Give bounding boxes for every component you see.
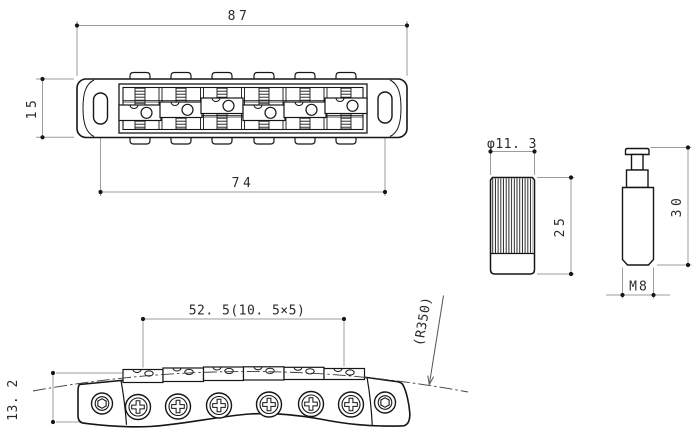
stud-view: 30 M8 bbox=[606, 145, 692, 299]
dim-label-stud-length: 30 bbox=[670, 195, 685, 218]
dim-depth: 15 bbox=[25, 76, 74, 140]
saddle-block bbox=[283, 101, 327, 119]
stud-body bbox=[621, 186, 655, 266]
stud-shoulder bbox=[625, 169, 649, 189]
dim-label-stud-thread: M8 bbox=[629, 280, 649, 295]
saddle-blocks bbox=[118, 97, 368, 122]
stud-cap bbox=[624, 147, 650, 156]
top-view-tabs bbox=[129, 71, 357, 145]
bushing-outline bbox=[489, 176, 536, 275]
dim-overall-width: 87 bbox=[74, 9, 410, 76]
saddle-block bbox=[118, 104, 162, 122]
dim-label-top-radius: (R350) bbox=[412, 295, 435, 347]
dim-bushing-diameter: φ11. 3 bbox=[487, 137, 537, 175]
dim-label-post-spacing: 74 bbox=[232, 176, 255, 191]
dim-label-saddle-span: 52. 5(10. 5×5) bbox=[189, 304, 306, 319]
dim-stud-thread: M8 bbox=[606, 267, 670, 299]
saddle-block bbox=[324, 97, 368, 115]
post-slot-right bbox=[377, 91, 393, 124]
hex-post-right bbox=[373, 391, 397, 414]
dim-label-side-height: 13. 2 bbox=[6, 379, 21, 421]
side-view-end-dividers bbox=[120, 377, 373, 426]
dim-saddle-span: 52. 5(10. 5×5) bbox=[140, 304, 347, 368]
bushing-view: φ11. 3 25 bbox=[487, 137, 575, 277]
stud-neck bbox=[630, 153, 644, 171]
hex-post-left bbox=[90, 392, 114, 415]
saddle-block bbox=[242, 104, 286, 122]
dim-bushing-length: 25 bbox=[537, 175, 575, 277]
saddle-block bbox=[200, 97, 244, 115]
top-view: 87 15 74 bbox=[25, 9, 410, 196]
bushing-knurling bbox=[491, 178, 533, 253]
saddle-block bbox=[159, 101, 203, 119]
dim-label-overall-width: 87 bbox=[228, 9, 251, 24]
top-view-end-contours bbox=[82, 79, 402, 137]
dim-label-depth: 15 bbox=[25, 97, 40, 120]
leader-arrow bbox=[427, 375, 435, 386]
dim-label-bushing-length: 25 bbox=[553, 215, 568, 238]
side-view-body bbox=[77, 374, 411, 428]
side-view-saddles bbox=[122, 366, 366, 384]
side-view: 52. 5(10. 5×5) 13. 2 bbox=[6, 295, 469, 428]
dim-side-height: 13. 2 bbox=[6, 370, 162, 425]
dim-stud-length: 30 bbox=[650, 145, 692, 268]
post-slot-left bbox=[92, 92, 109, 125]
dim-label-bushing-diameter: φ11. 3 bbox=[487, 137, 537, 152]
dim-top-radius: (R350) bbox=[412, 295, 444, 386]
radius-centerline bbox=[32, 371, 469, 393]
